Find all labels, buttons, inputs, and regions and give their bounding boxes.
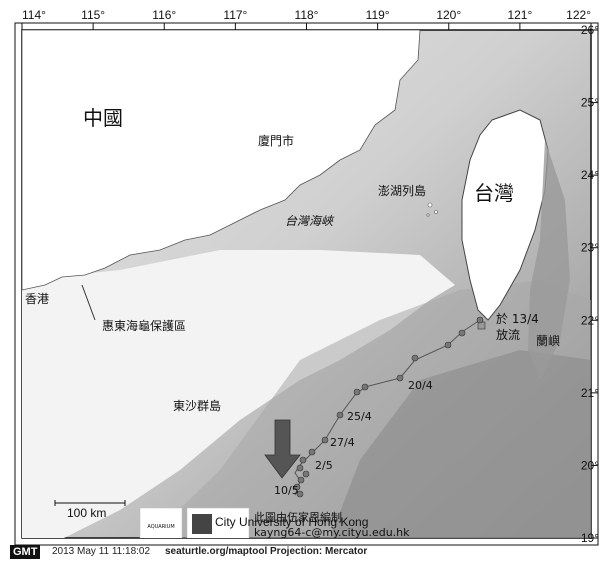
latitude-tick-label: 24° [581, 168, 599, 182]
label-hongkong: 香港 [25, 292, 49, 306]
track-point [293, 483, 301, 491]
label-taiwan-strait: 台灣海峽 [285, 214, 335, 228]
gmt-badge: GMT [10, 545, 41, 559]
track-point [302, 470, 310, 478]
track-date-27-4: 27/4 [330, 436, 355, 449]
track-point [296, 464, 304, 472]
track-point [308, 448, 316, 456]
track-date-10-5: 10/5 [274, 484, 299, 497]
latitude-tick-label: 19° [581, 531, 599, 545]
latitude-tick-label: 26° [581, 23, 599, 37]
taiwan-relief [528, 140, 570, 380]
label-china: 中國 [83, 106, 123, 130]
label-penghu: 澎湖列島 [378, 183, 426, 198]
direction-arrow-icon [264, 419, 301, 479]
track-point [296, 490, 304, 498]
taiwan-landmass [461, 109, 549, 321]
label-release: 放流 [496, 327, 520, 342]
cityu-logo-text: City University of Hong Kong [215, 515, 368, 529]
track-point [411, 354, 419, 362]
footer-timestamp: 2013 May 11 11:18:02 [52, 546, 151, 557]
label-dongsha: 東沙群島 [173, 398, 221, 413]
longitude-tick-label: 118° [295, 8, 319, 22]
latitude-tick-label: 25° [581, 96, 599, 110]
aquarium-logo [139, 507, 183, 538]
svg-text:AQUARIUM: AQUARIUM [147, 524, 174, 530]
latitude-tick-label: 21° [581, 386, 599, 400]
longitude-tick-label: 114° [22, 8, 46, 22]
label-xiamen: 廈門市 [258, 133, 294, 148]
track-points [293, 316, 486, 498]
track-point [458, 329, 466, 337]
track-point [297, 476, 305, 484]
track-date-2-5: 2/5 [315, 459, 333, 472]
footer-source: seaturtle.org/maptool Projection: Mercat… [165, 546, 368, 557]
longitude-tick-label: 122° [566, 8, 591, 22]
credit-email: kayng64-c@my.cityu.edu.hk [254, 526, 410, 539]
latitude-ticks: 19° 20° 21° 22° 23° 24° 25° 26° [581, 23, 599, 545]
label-lanyu: 蘭嶼 [536, 334, 560, 348]
longitude-tick-label: 121° [507, 8, 532, 22]
track-point [299, 456, 307, 464]
track-point [353, 388, 361, 396]
latitude-tick-label: 20° [581, 458, 599, 472]
longitude-tick-label: 117° [223, 8, 247, 22]
shelf-area [22, 250, 455, 538]
latitude-tick-label: 22° [581, 313, 599, 327]
longitude-tick-label: 115° [81, 8, 105, 22]
cityu-emblem-icon [192, 514, 212, 534]
deeper-sea [330, 350, 591, 538]
track-point [396, 374, 404, 382]
track-point [336, 411, 344, 419]
track-date-20-4: 20/4 [408, 379, 433, 392]
longitude-ticks: 114° 115° 116° 117° 118° 119° 120° 121° 122° [21, 8, 592, 30]
track-point [444, 341, 452, 349]
huidong-pointer [81, 284, 96, 321]
longitude-tick-label: 116° [152, 8, 176, 22]
map-footer: GMT 2013 May 11 11:18:02 seaturtle.org/m… [0, 542, 601, 562]
track-point [476, 316, 484, 324]
longitude-tick-label: 120° [436, 8, 461, 22]
scale-bar [54, 500, 126, 506]
scale-bar-label: 100 km [67, 506, 106, 520]
credit-name: 此圖由伍家恩編制 [254, 510, 342, 524]
label-huidong: 惠東海龜保護區 [102, 318, 186, 333]
label-release-date: 於 13/4 [496, 311, 539, 326]
latitude-tick-label: 23° [581, 241, 599, 255]
track-point [361, 383, 369, 391]
longitude-tick-label: 119° [366, 8, 390, 22]
track-date-25-4: 25/4 [347, 410, 372, 423]
china-landmass [22, 30, 421, 291]
track-point [321, 436, 329, 444]
label-taiwan: 台灣 [474, 181, 514, 205]
